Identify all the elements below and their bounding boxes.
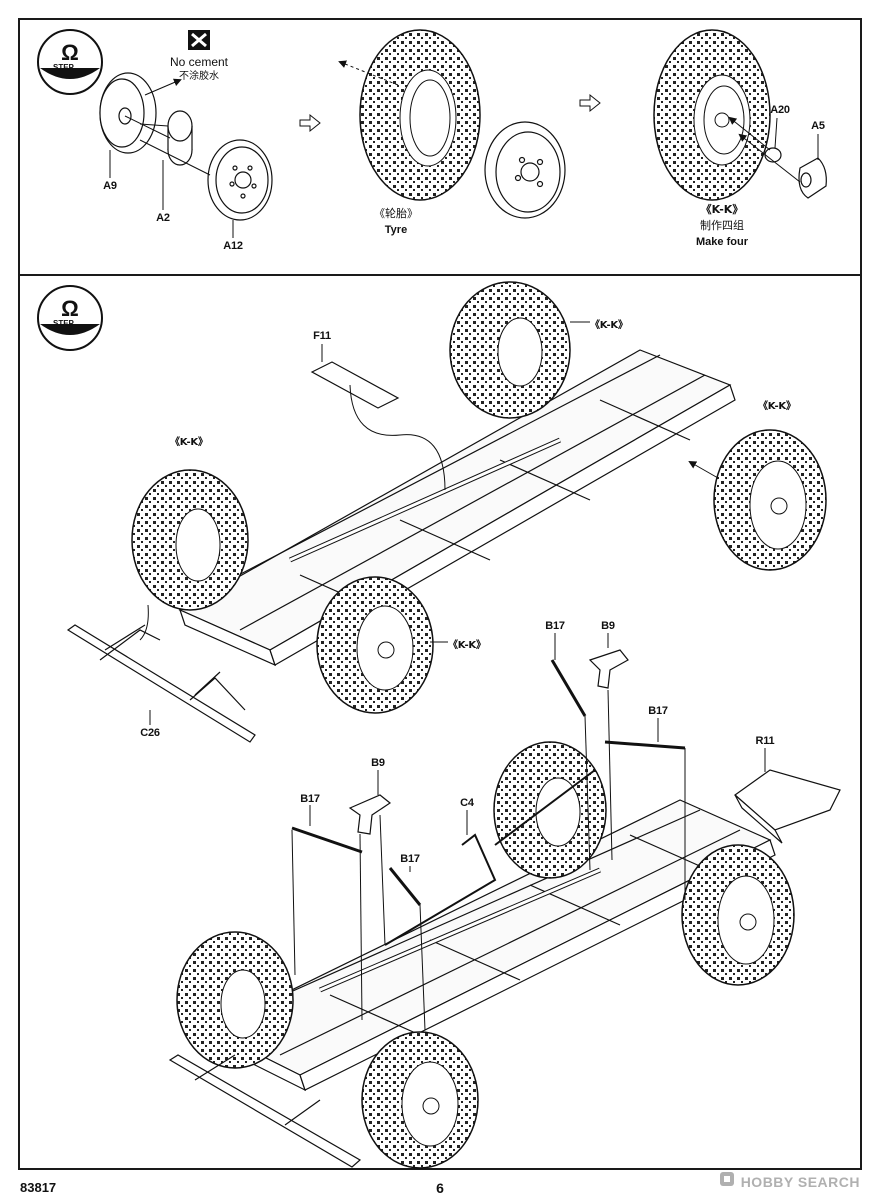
kit-number: 83817 (20, 1180, 57, 1195)
bumper-lower-shape (168, 1054, 362, 1168)
kk-caption: 《K-K》 制作四组 Make four (696, 202, 748, 250)
watermark-logo-icon (720, 1172, 734, 1186)
wheel-rear-right-lower (681, 844, 795, 986)
no-cement-en: No cement (169, 55, 229, 69)
wheel-front-left-lower (176, 931, 294, 1069)
rod-b17-b-shape (604, 740, 686, 750)
step-a-badge: Ω STEP (35, 30, 105, 94)
watermark-text: HOBBY SEARCH (740, 1174, 860, 1190)
arm-b9-b-shape (348, 794, 392, 835)
flow-arrow-1 (299, 113, 321, 133)
rim-shape (484, 121, 566, 219)
part-label-b9-a: B9 (601, 620, 615, 632)
kk-label-rear-right: 《K-K》 (758, 401, 796, 412)
part-label-a9: A9 (103, 180, 117, 192)
kk-caption-label: 《K-K》 (700, 203, 744, 216)
wheel-rear-left-lower (493, 741, 607, 879)
chassis-upper-shape (178, 349, 736, 667)
rod-c4-shape (384, 769, 596, 946)
step-b-panel (18, 274, 862, 1170)
part-label-b9-b: B9 (371, 757, 385, 769)
kk-label-front-right: 《K-K》 (448, 640, 486, 651)
flow-arrow-2 (579, 93, 601, 113)
kk-caption-zh: 制作四组 (700, 219, 744, 232)
cover-r11-shape (734, 769, 841, 844)
wheel-rear-right-upper (713, 429, 827, 571)
rod-b17-a-shape (550, 659, 587, 717)
kk-label-rear-left: 《K-K》 (590, 320, 628, 331)
tyre-caption: 《轮胎》 Tyre (374, 206, 418, 238)
wheel-rear-left-upper (449, 281, 571, 419)
part-label-a5: A5 (811, 120, 825, 132)
wheel-front-right-lower (361, 1031, 479, 1169)
wheel-front-right-upper (316, 576, 434, 714)
wheel-front-left-upper (131, 469, 249, 611)
hub-a9-shape (99, 72, 157, 154)
kk-label-front-left: 《K-K》 (170, 437, 208, 448)
part-label-a20: A20 (770, 104, 790, 116)
part-label-a12: A12 (223, 240, 243, 252)
step-b-badge-shape (37, 285, 103, 351)
part-label-b17-c: B17 (300, 793, 320, 805)
no-cement-zh: 不涂胶水 (179, 71, 219, 82)
step-b-badge: Ω STEP (35, 286, 105, 350)
step-b-word: STEP (53, 319, 74, 328)
part-label-c26: C26 (140, 727, 160, 739)
part-label-b17-b: B17 (648, 705, 668, 717)
step-a-word: STEP (53, 63, 74, 72)
arm-b9-a-shape (588, 649, 629, 689)
hub-a2-shape (167, 110, 193, 166)
plate-f11-shape (310, 361, 400, 409)
part-label-c4: C4 (460, 797, 474, 809)
hub-a12-shape (207, 139, 273, 221)
bumper-c26-shape (66, 624, 256, 743)
assembled-wheel-kk-shape (653, 29, 771, 201)
step-a-number-icon: Ω (61, 40, 79, 65)
kk-caption-en: Make four (696, 236, 748, 248)
no-cement-label: No cement 不涂胶水 (170, 54, 228, 83)
rod-b17-c-shape (291, 826, 363, 854)
part-label-b17-d: B17 (400, 853, 420, 865)
rod-b17-d-shape (388, 867, 422, 906)
part-label-b17-a: B17 (545, 620, 565, 632)
step-a-badge-shape (37, 29, 103, 95)
axle-a20-a5-shape (764, 147, 827, 199)
part-label-r11: R11 (755, 735, 775, 747)
step-b-number-icon: Ω (61, 296, 79, 321)
tyre-caption-en: Tyre (384, 224, 408, 236)
part-label-a2: A2 (156, 212, 170, 224)
tyre-shape (359, 29, 481, 201)
page-number: 6 (436, 1180, 444, 1196)
part-label-f11: F11 (313, 330, 331, 342)
no-cement-icon (188, 30, 210, 50)
tyre-caption-zh: 《轮胎》 (374, 207, 418, 220)
